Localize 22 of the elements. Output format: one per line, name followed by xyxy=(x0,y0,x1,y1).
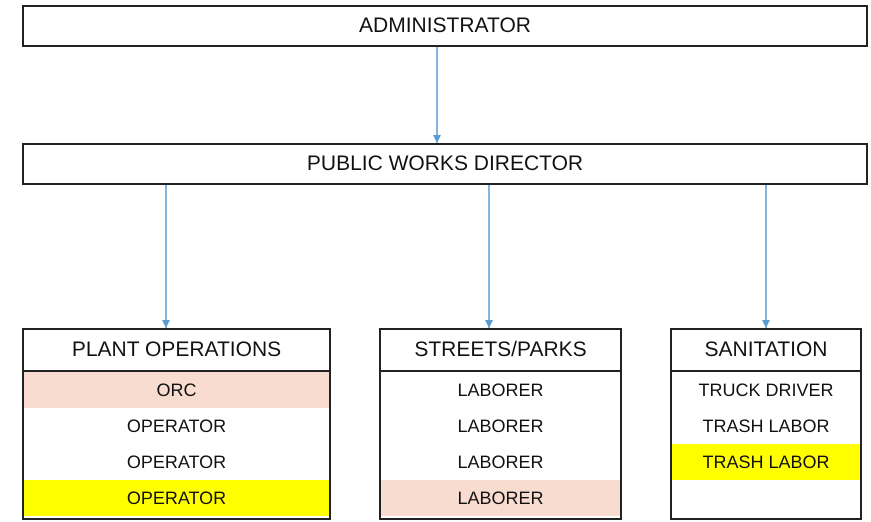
department-table xyxy=(670,328,862,520)
arrow xyxy=(485,185,493,328)
role-cell: TRUCK DRIVER xyxy=(672,372,860,408)
position-box: ADMINISTRATOR xyxy=(22,5,868,47)
role-cell: LABORER xyxy=(381,480,620,516)
arrow xyxy=(162,185,170,328)
arrow xyxy=(762,185,770,328)
role-cell: OPERATOR xyxy=(24,408,329,444)
department-heading: STREETS/PARKS xyxy=(381,330,620,372)
department-heading: SANITATION xyxy=(672,330,860,372)
position-box: PUBLIC WORKS DIRECTOR xyxy=(22,143,868,185)
role-cell: LABORER xyxy=(381,444,620,480)
department-table xyxy=(379,328,622,520)
arrow xyxy=(433,47,441,143)
role-cell: LABORER xyxy=(381,408,620,444)
role-cell: TRASH LABOR xyxy=(672,408,860,444)
role-cell: TRASH LABOR xyxy=(672,444,860,480)
role-cell: OPERATOR xyxy=(24,444,329,480)
role-cell: ORC xyxy=(24,372,329,408)
role-cell: OPERATOR xyxy=(24,480,329,516)
department-table xyxy=(22,328,331,520)
role-cell: LABORER xyxy=(381,372,620,408)
